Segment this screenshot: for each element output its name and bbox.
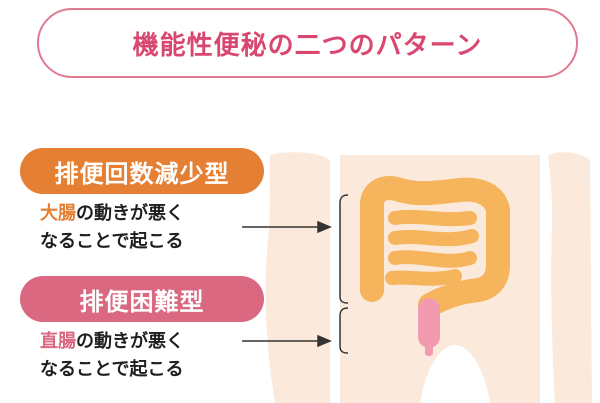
type1-desc-line2: なることで起こる <box>40 231 184 252</box>
type1-desc-rest: の動きが悪く <box>76 203 184 224</box>
type2-label: 排便困難型 <box>79 287 205 316</box>
rectum-end <box>425 344 433 356</box>
bracket-rectum <box>339 307 349 354</box>
colon-shape <box>360 176 510 317</box>
type2-desc-line1: 直腸の動きが悪く <box>40 328 184 356</box>
torso-shape <box>340 155 540 403</box>
title-banner: 機能性便秘の二つのパターン <box>37 8 578 78</box>
type1-label-pill: 排便回数減少型 <box>20 148 264 194</box>
type2-label-pill: 排便困難型 <box>20 276 264 322</box>
page-title: 機能性便秘の二つのパターン <box>132 30 483 61</box>
bracket-colon <box>339 194 349 304</box>
arrow-colon <box>242 220 332 234</box>
left-arm-shape <box>265 152 330 403</box>
type1-description: 大腸の動きが悪く なることで起こる <box>40 200 184 256</box>
type2-description: 直腸の動きが悪く なることで起こる <box>40 328 184 384</box>
type1-label: 排便回数減少型 <box>54 159 230 188</box>
pelvis-outline <box>420 345 490 403</box>
type1-desc-line1: 大腸の動きが悪く <box>40 200 184 228</box>
arrow-rectum <box>242 334 332 348</box>
type1-organ: 大腸 <box>40 203 76 224</box>
type2-organ: 直腸 <box>40 331 76 352</box>
right-arm-shape <box>548 152 592 403</box>
type2-desc-line2: なることで起こる <box>40 359 184 380</box>
rectum-shape <box>418 298 440 348</box>
type2-desc-rest: の動きが悪く <box>76 331 184 352</box>
